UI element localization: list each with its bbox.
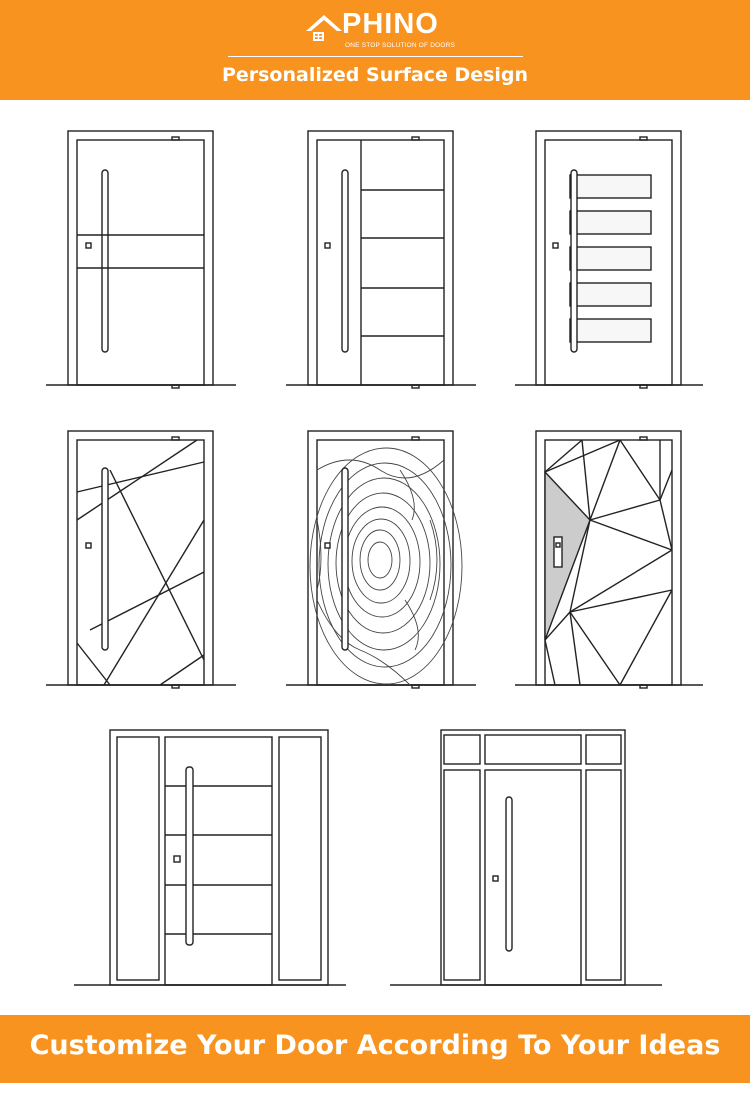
- door-design-with-transom: [390, 729, 662, 986]
- door-design-wood-grain: [286, 430, 476, 689]
- page-subtitle: Personalized Surface Design: [221, 64, 529, 86]
- brand-tagline: ONE STOP SOLUTION OF DOORS: [345, 42, 456, 49]
- house-window-icon: [306, 15, 342, 41]
- footer-slogan: Customize Your Door According To Your Id…: [29, 1030, 721, 1061]
- footer-banner: Customize Your Door According To Your Id…: [0, 1015, 750, 1083]
- door-design-horizontal-band: [46, 130, 236, 389]
- door-designs-gallery: [0, 100, 750, 1015]
- door-design-horizontal-grooves: [286, 130, 476, 389]
- bottom-spacer: [0, 1083, 750, 1114]
- header-banner: PHINO ONE STOP SOLUTION OF DOORS Persona…: [0, 0, 750, 100]
- door-design-glass-panels: [515, 130, 703, 389]
- header-divider: [228, 56, 523, 57]
- door-design-with-sidelights: [74, 729, 346, 986]
- door-design-geometric-triangles: [515, 430, 703, 689]
- brand-name: PHINO: [342, 8, 439, 40]
- door-drawings: [46, 130, 703, 986]
- door-design-diagonal-lines: [46, 430, 236, 689]
